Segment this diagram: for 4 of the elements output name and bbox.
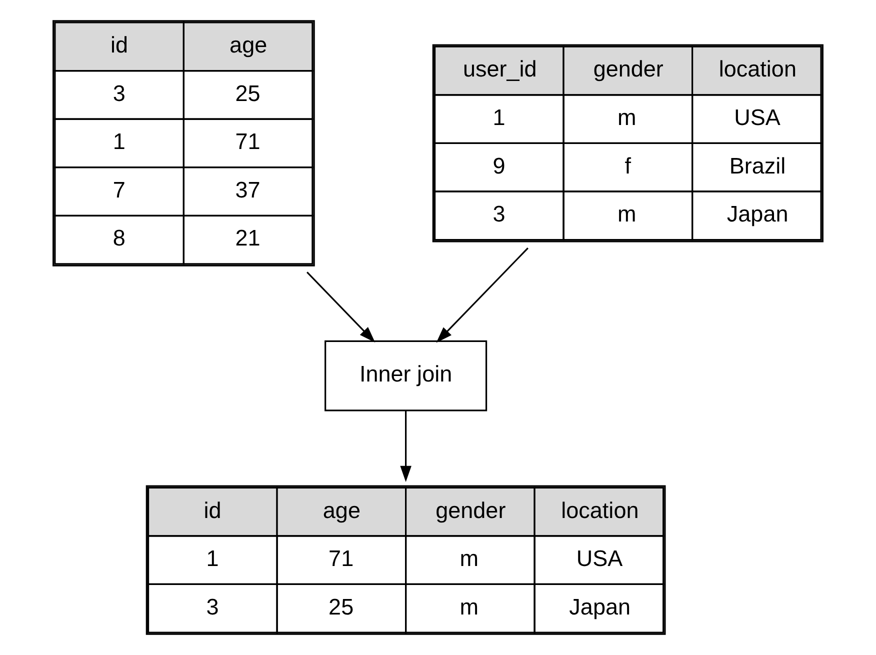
- arrow: [400, 410, 412, 482]
- arrow: [306, 272, 376, 343]
- node-box: Inner join: [324, 340, 488, 412]
- arrow: [436, 248, 528, 343]
